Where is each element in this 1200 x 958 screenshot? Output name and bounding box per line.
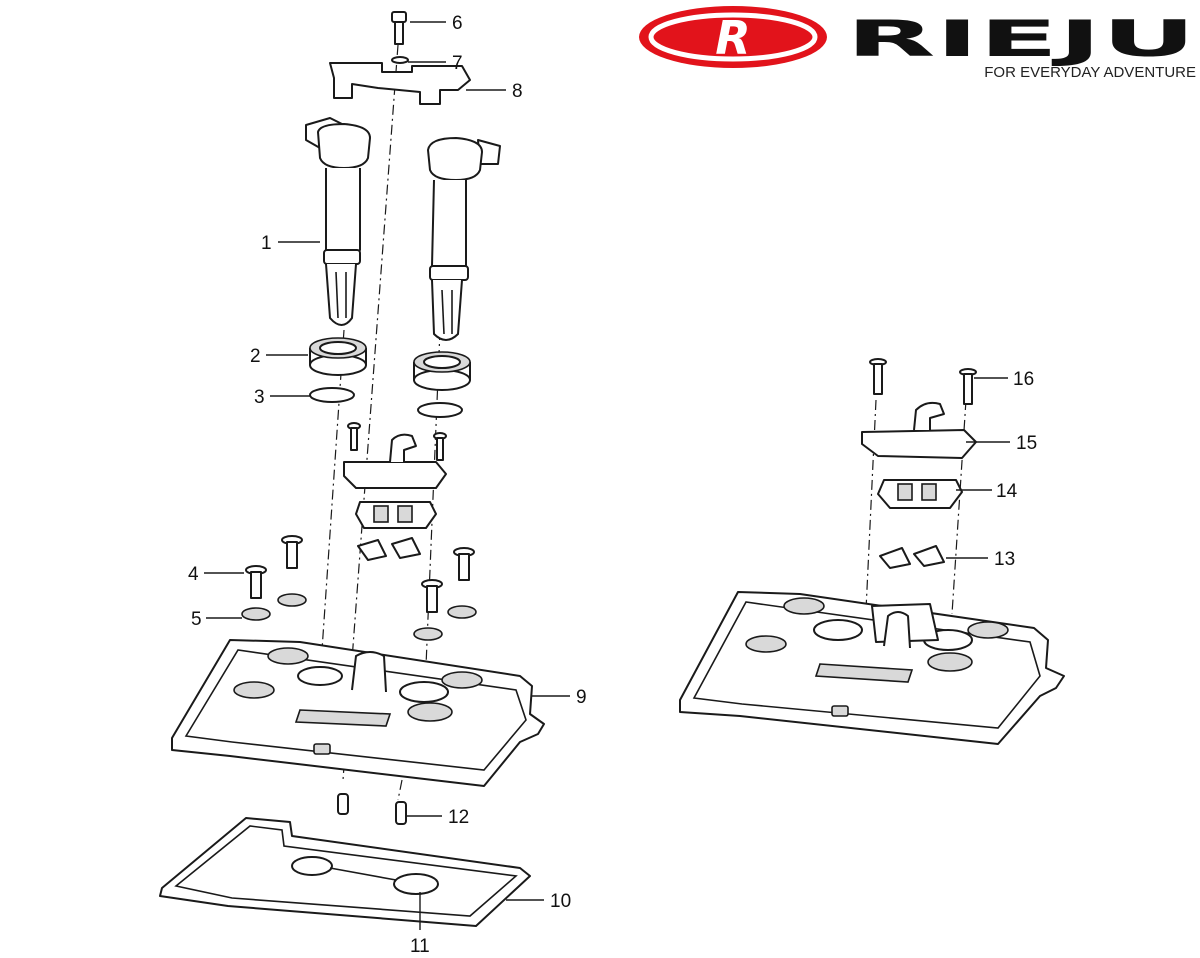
logo-oval-ring <box>648 12 818 62</box>
cylinder-head-cover-assembled <box>679 591 1065 745</box>
bolt-part-4-a <box>245 565 267 599</box>
callout-15: 15 <box>1016 433 1037 454</box>
breather-cover-part-15 <box>861 401 977 459</box>
axis-line-left-coil <box>321 329 345 651</box>
grommet-part-5-d <box>447 605 477 619</box>
bracket-part-8 <box>329 62 471 105</box>
seal-part-2-left <box>309 337 367 376</box>
callout-11: 11 <box>410 936 430 957</box>
ignition-coil-right <box>427 137 501 341</box>
callout-14: 14 <box>996 481 1018 502</box>
callout-8: 8 <box>512 81 523 102</box>
reed-window-left <box>373 505 389 523</box>
screw-part-16-left <box>869 358 887 395</box>
plug-gasket-part-11 <box>291 856 439 895</box>
seal-part-2-right <box>413 351 471 391</box>
reed-valves-part-13 <box>879 545 945 569</box>
bolt-part-4-d <box>453 547 475 581</box>
grommet-part-5-a <box>241 607 271 621</box>
logo-monogram: R <box>715 11 750 65</box>
bolt-part-4-c <box>421 579 443 613</box>
reed-window-right <box>397 505 413 523</box>
callout-10: 10 <box>550 891 571 912</box>
bolt-part-6 <box>391 11 407 45</box>
logo-wordmark: RIEJU <box>846 10 1196 68</box>
gasket-part-10 <box>159 817 531 927</box>
grommet-part-5-c <box>413 627 443 641</box>
dowel-part-12-right <box>395 801 407 825</box>
breather-screw-left <box>347 422 361 451</box>
callout-16: 16 <box>1013 369 1034 390</box>
ignition-coil-left <box>305 117 371 326</box>
dowel-part-12-left <box>337 793 349 815</box>
callout-1: 1 <box>261 233 272 254</box>
screw-part-16-right <box>959 368 977 405</box>
callout-2: 2 <box>250 346 261 367</box>
callout-12: 12 <box>448 807 469 828</box>
callout-6: 6 <box>452 13 463 34</box>
callout-7: 7 <box>452 53 463 74</box>
rieju-logo: R RIEJU FOR EVERYDAY ADVENTURE <box>639 6 1196 81</box>
breather-cover-left-assembly <box>343 433 447 489</box>
callout-9: 9 <box>576 687 587 708</box>
callout-5: 5 <box>191 609 202 630</box>
o-ring-part-3-left <box>309 387 355 403</box>
breather-screw-right <box>433 432 447 461</box>
logo-tagline: FOR EVERYDAY ADVENTURE <box>984 64 1196 81</box>
callout-4: 4 <box>188 564 199 585</box>
grommet-part-5-b <box>277 593 307 607</box>
reed-valves-left-assembly <box>357 537 421 561</box>
o-ring-part-3-right <box>417 402 463 418</box>
reed-plate-part-14 <box>877 479 963 509</box>
reed-plate-left-assembly <box>355 501 437 529</box>
axis-line-dowel <box>397 779 403 801</box>
logo-oval <box>639 6 827 68</box>
washer-part-7 <box>391 56 409 64</box>
cylinder-head-cover-part-9 <box>171 639 545 787</box>
callout-3: 3 <box>254 387 265 408</box>
callout-13: 13 <box>994 549 1015 570</box>
bolt-part-4-b <box>281 535 303 569</box>
